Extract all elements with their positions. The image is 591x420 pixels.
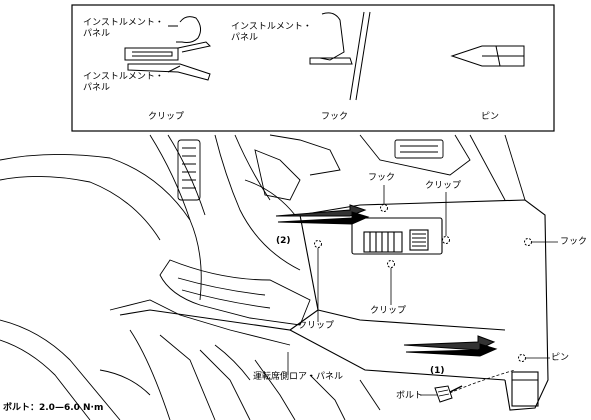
step-1-label: (1) xyxy=(430,366,445,376)
callout-clip-center: クリップ xyxy=(370,306,407,316)
callout-hook-top: フック xyxy=(368,173,396,183)
callout-hook-right: フック xyxy=(560,237,588,247)
callout-clip-top: クリップ xyxy=(425,181,462,191)
step-2-label: (2) xyxy=(276,236,291,246)
removal-arrows xyxy=(275,204,498,357)
bolt-icon xyxy=(434,385,463,403)
hook-diagram xyxy=(309,11,371,101)
torque-spec: ボルト：2.0—6.0 N·m xyxy=(3,403,104,413)
lower-panel-outline xyxy=(119,199,549,411)
pin-diagram xyxy=(450,45,525,67)
panel-name-label: 運転席側ロア・パネル xyxy=(253,372,344,382)
bolt-label: ボルト xyxy=(396,391,424,401)
clip-panel-label-top: インストルメント・ パネル xyxy=(83,18,164,39)
leader-lines xyxy=(287,185,558,396)
clip-diagram xyxy=(124,16,212,81)
callout-clip-left: クリップ xyxy=(298,321,335,331)
pin-caption: ピン xyxy=(481,112,500,122)
callout-pin-right: ピン xyxy=(551,353,570,363)
clip-markers xyxy=(314,204,532,362)
hook-caption: フック xyxy=(321,112,349,122)
hook-panel-label: インストルメント・ パネル xyxy=(231,22,312,43)
clip-caption: クリップ xyxy=(148,112,185,122)
clip-panel-label-bottom: インストルメント・ パネル xyxy=(83,72,164,93)
legend-box xyxy=(71,4,555,132)
dashboard-sketch xyxy=(0,134,526,420)
